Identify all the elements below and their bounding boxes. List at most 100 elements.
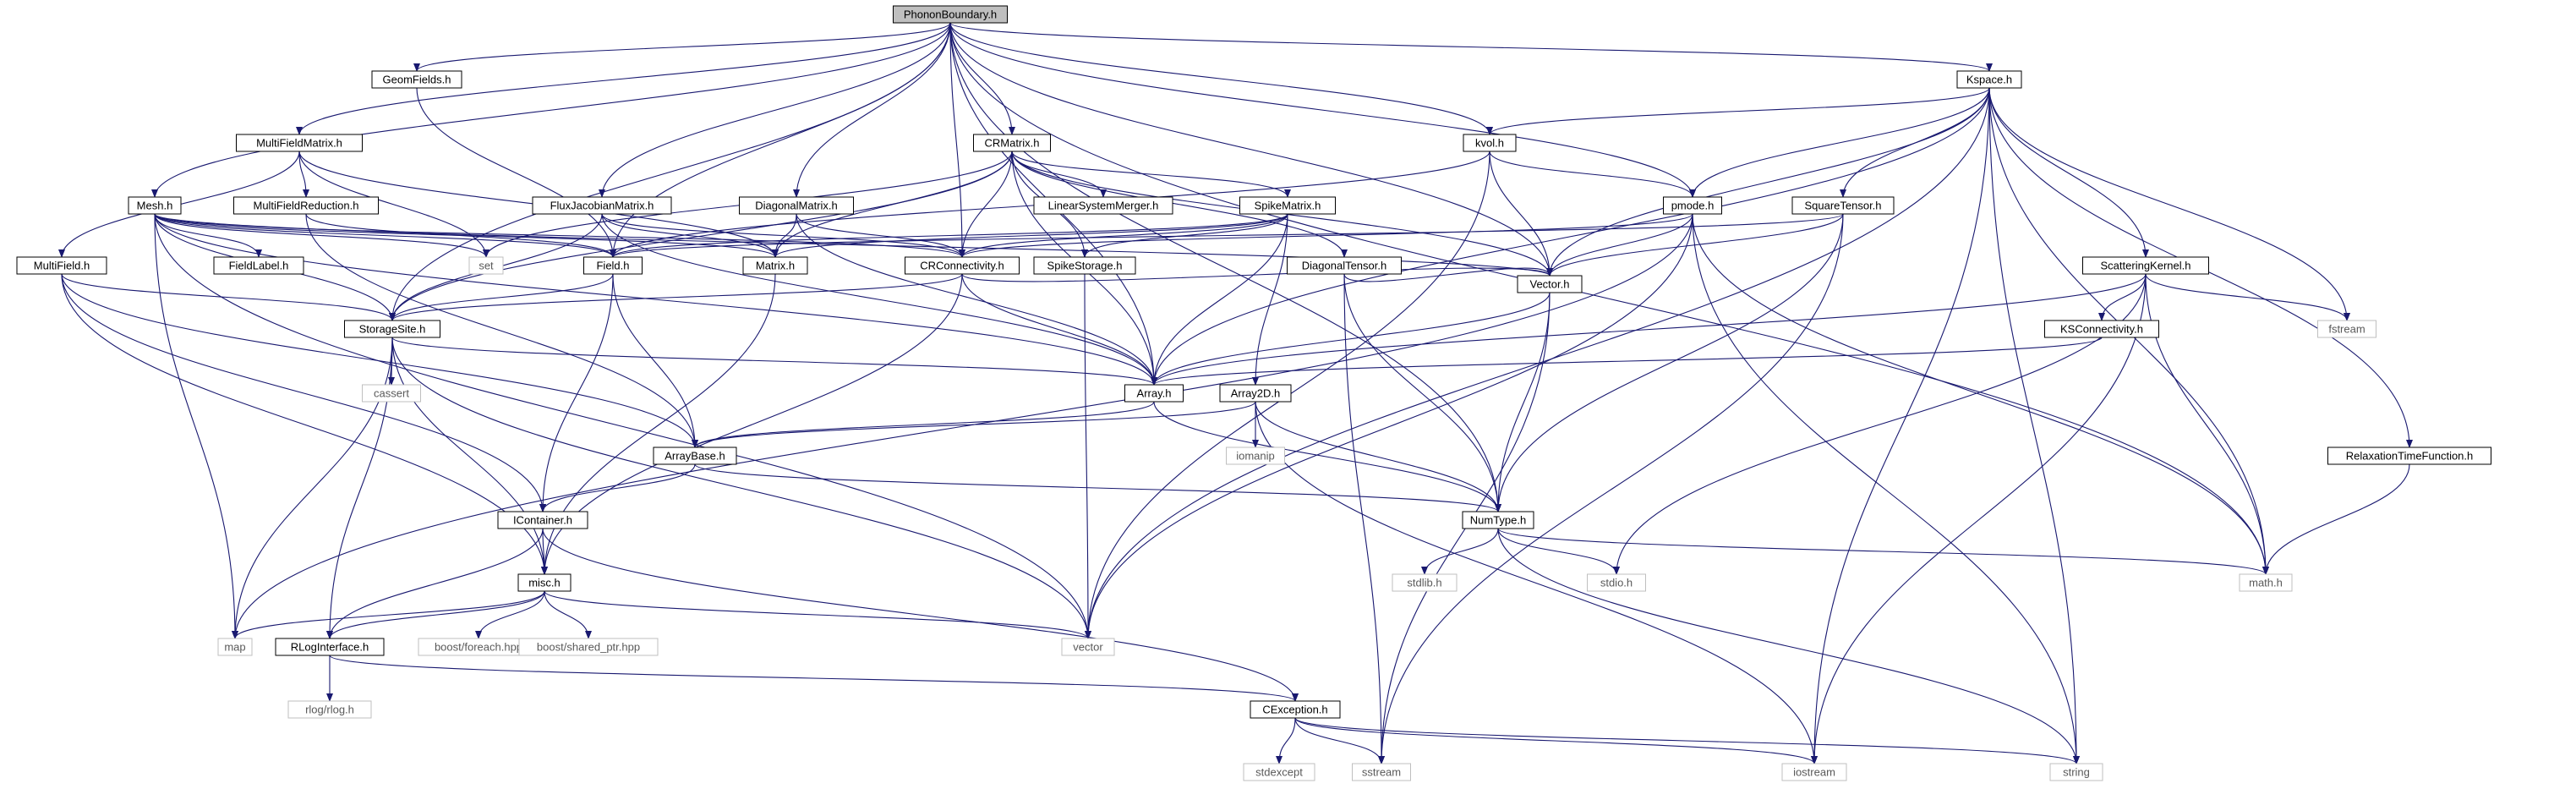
node-box	[1663, 196, 1722, 215]
node-kvol[interactable]: kvol.h	[1463, 134, 1517, 152]
node-box	[497, 511, 588, 529]
node-icontainer[interactable]: IContainer.h	[497, 511, 588, 529]
node-field[interactable]: Field.h	[583, 256, 643, 275]
node-set: set	[468, 256, 504, 275]
node-scatteringkernel[interactable]: ScatteringKernel.h	[2082, 256, 2209, 275]
edge-pmode-to-string	[1692, 213, 2080, 764]
node-multifieldreduction[interactable]: MultiFieldReduction.h	[233, 196, 379, 215]
node-fieldlabel[interactable]: FieldLabel.h	[213, 256, 304, 275]
node-label: Field.h	[596, 260, 629, 272]
node-box	[905, 256, 1020, 275]
edge-SquareTensor-to-Vector	[1546, 213, 1844, 277]
edge-PhononBoundary-to-FluxJacobianMatrix	[599, 22, 951, 198]
edge-StorageSite-to-Array	[391, 337, 1157, 386]
node-fluxjacobianmatrix[interactable]: FluxJacobianMatrix.h	[532, 196, 672, 215]
node-box	[1033, 196, 1173, 215]
edge-CRMatrix-to-CRConnectivity	[959, 151, 1013, 258]
edge-Kspace-to-pmode	[1689, 87, 1990, 198]
edge-MultiFieldMatrix-to-MultiFieldReduction	[298, 151, 309, 198]
edge-IContainer-to-misc	[540, 528, 548, 575]
node-diagonalmatrix[interactable]: DiagonalMatrix.h	[739, 196, 854, 215]
node-box	[2239, 573, 2293, 592]
node-vector[interactable]: Vector.h	[1517, 275, 1583, 293]
node-label: map	[224, 641, 245, 654]
node-pmode[interactable]: pmode.h	[1663, 196, 1722, 215]
node-spikematrix[interactable]: SpikeMatrix.h	[1239, 196, 1336, 215]
node-label: stdlib.h	[1407, 577, 1441, 589]
edge-RelaxationTimeFunction-to-mathh	[2262, 463, 2410, 575]
edge-PhononBoundary-to-NumType	[949, 22, 1501, 512]
node-linearsystemmerger[interactable]: LinearSystemMerger.h	[1033, 196, 1173, 215]
node-stdexcept: stdexcept	[1243, 763, 1315, 781]
node-storagesite[interactable]: StorageSite.h	[344, 320, 440, 338]
node-box	[653, 447, 737, 465]
node-relaxationtimefunction[interactable]: RelaxationTimeFunction.h	[2327, 447, 2491, 465]
node-ksconnectivity[interactable]: KSConnectivity.h	[2044, 320, 2159, 338]
node-squaretensor[interactable]: SquareTensor.h	[1791, 196, 1895, 215]
node-box	[2317, 320, 2376, 338]
edge-Mesh-to-Matrix	[154, 213, 779, 258]
node-label: CRMatrix.h	[984, 137, 1039, 150]
edge-RLogInterface-to-CException	[329, 655, 1299, 702]
edge-kvol-to-pmode	[1489, 151, 1696, 198]
edge-PhononBoundary-to-DiagonalMatrix	[793, 22, 951, 198]
node-box	[742, 256, 808, 275]
node-sstream: sstream	[1352, 763, 1411, 781]
node-diagonaltensor[interactable]: DiagonalTensor.h	[1287, 256, 1402, 275]
edge-FluxJacobianMatrix-to-Array	[601, 213, 1157, 386]
node-arraybase[interactable]: ArrayBase.h	[653, 447, 737, 465]
node-crconnectivity[interactable]: CRConnectivity.h	[905, 256, 1020, 275]
node-box	[1956, 70, 2022, 89]
node-iomanip: iomanip	[1226, 447, 1285, 465]
node-multifieldmatrix[interactable]: MultiFieldMatrix.h	[236, 134, 363, 152]
node-label: math.h	[2249, 577, 2283, 589]
node-misc[interactable]: misc.h	[517, 573, 572, 592]
node-label: Matrix.h	[756, 260, 795, 272]
edge-Kspace-to-string	[1988, 87, 2080, 764]
edge-misc-to-RLogInterface	[326, 590, 545, 639]
edge-SpikeMatrix-to-SpikeStorage	[1081, 213, 1288, 258]
edge-Kspace-to-Array	[1151, 87, 1990, 386]
node-label: Array.h	[1137, 387, 1172, 400]
node-label: PhononBoundary.h	[904, 8, 997, 21]
edge-CRConnectivity-to-misc	[541, 273, 963, 575]
node-rloginterface[interactable]: RLogInterface.h	[275, 638, 385, 656]
node-mesh[interactable]: Mesh.h	[128, 196, 182, 215]
node-label: CRConnectivity.h	[920, 260, 1004, 272]
node-box	[275, 638, 385, 656]
edge-SpikeMatrix-to-Field	[610, 213, 1288, 258]
edge-Array2D-to-iostream	[1255, 401, 1818, 764]
edge-SpikeStorage-to-vector	[1084, 273, 1091, 639]
edge-NumType-to-stdio	[1497, 528, 1620, 575]
edge-Field-to-IContainer	[539, 273, 614, 512]
node-array2d[interactable]: Array2D.h	[1219, 384, 1292, 403]
node-box	[583, 256, 643, 275]
edge-FluxJacobianMatrix-to-CRConnectivity	[601, 213, 965, 258]
edge-PhononBoundary-to-CRMatrix	[949, 22, 1015, 135]
node-matrix[interactable]: Matrix.h	[742, 256, 808, 275]
node-label: sstream	[1362, 766, 1401, 779]
edge-Array-to-NumType	[1153, 401, 1501, 512]
node-label: vector	[1073, 641, 1103, 654]
edge-CException-to-string	[1294, 717, 2080, 764]
node-box	[739, 196, 854, 215]
node-cexception[interactable]: CException.h	[1250, 700, 1341, 719]
node-label: SpikeMatrix.h	[1255, 200, 1321, 212]
node-numtype[interactable]: NumType.h	[1462, 511, 1534, 529]
node-phononboundary[interactable]: PhononBoundary.h	[893, 5, 1008, 24]
node-crmatrix[interactable]: CRMatrix.h	[973, 134, 1051, 152]
node-box	[213, 256, 304, 275]
node-label: SpikeStorage.h	[1047, 260, 1123, 272]
edge-IContainer-to-CException	[542, 528, 1299, 702]
node-geomfields[interactable]: GeomFields.h	[371, 70, 462, 89]
node-multifield[interactable]: MultiField.h	[16, 256, 107, 275]
edge-NumType-to-stdlib	[1421, 528, 1499, 575]
node-label: boost/foreach.hpp	[435, 641, 522, 654]
edge-PhononBoundary-to-mathh	[949, 22, 2269, 575]
node-kspace[interactable]: Kspace.h	[1956, 70, 2022, 89]
node-spikestorage[interactable]: SpikeStorage.h	[1033, 256, 1136, 275]
node-array[interactable]: Array.h	[1124, 384, 1184, 403]
edge-Kspace-to-ScatteringKernel	[1988, 87, 2149, 258]
edge-IContainer-to-RLogInterface	[326, 528, 544, 639]
node-label: Mesh.h	[137, 200, 173, 212]
